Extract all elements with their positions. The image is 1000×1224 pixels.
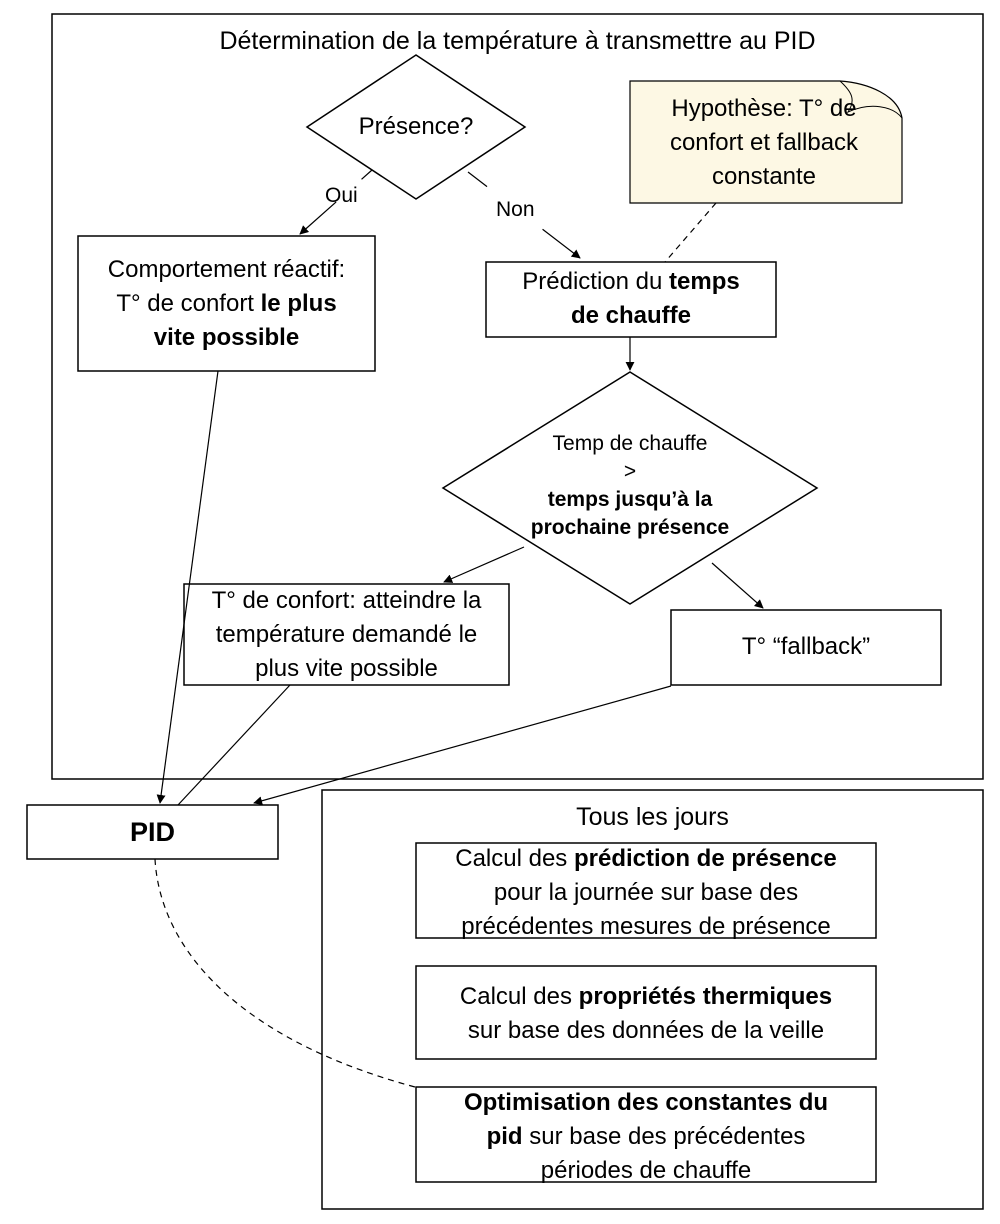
hypothesis-note[interactable]: Hypothèse: T° de confort et fallback con… (669, 95, 859, 190)
pid-opt-line1: Optimisation des constantes du (416, 1086, 876, 1120)
pid-opt-shape (415, 1086, 877, 1183)
thermal-calc-bold: propriétés thermiques (578, 983, 833, 1010)
pid-box-shape (26, 804, 279, 860)
prediction-plain: Prédiction du (522, 268, 670, 295)
prediction-bold2: de chauffe (570, 302, 692, 329)
prediction-box[interactable]: Prédiction du temps de chauffe (486, 265, 776, 333)
prediction-box-shape (485, 261, 777, 338)
presence-diamond-shape (305, 54, 527, 200)
heat-line2: > (623, 460, 637, 483)
heat-decision[interactable]: Temp de chauffe > temps jusqu’à la proch… (493, 430, 767, 542)
edge-label-oui: Oui (325, 184, 358, 207)
edge-non (467, 171, 581, 259)
pid-opt-box[interactable]: Optimisation des constantes du pid sur b… (416, 1086, 876, 1188)
reactive-line2-plain: T° de confort (116, 290, 261, 317)
note-fold (839, 80, 903, 119)
pid-opt-plain2: sur base des précédentes (522, 1123, 806, 1150)
thermal-calc-plain: Calcul des (459, 983, 579, 1010)
thermal-calc-box[interactable]: Calcul des propriétés thermiques sur bas… (416, 980, 876, 1048)
edge-oui (299, 169, 373, 235)
fallback-box[interactable]: T° “fallback” (741, 633, 871, 660)
edge-comfort-to-pid (177, 684, 291, 806)
pid-opt-line3: périodes de chauffe (540, 1157, 752, 1184)
presence-calc-shape (415, 842, 877, 939)
comfort-line3: plus vite possible (255, 655, 438, 682)
top-group-title: Détermination de la température à transm… (219, 27, 816, 55)
presence-calc-bold: prédiction de présence (573, 845, 837, 872)
prediction-bold1: temps (669, 268, 740, 295)
reactive-box[interactable]: Comportement réactif: T° de confort le p… (78, 253, 375, 355)
pid-opt-bold2: pid (486, 1123, 523, 1150)
presence-calc-box[interactable]: Calcul des prédiction de présence pour l… (416, 842, 876, 944)
fallback-box-shape (670, 609, 942, 686)
reactive-box-shape (77, 235, 376, 372)
reactive-line3: vite possible (78, 321, 375, 355)
heat-line3: temps jusqu’à la (547, 488, 713, 511)
presence-calc-plain: Calcul des (455, 845, 574, 872)
heat-line4: prochaine présence (530, 516, 730, 539)
presence-calc-line3: précédentes mesures de présence (461, 913, 831, 940)
daily-group-title: Tous les jours (576, 803, 729, 831)
heat-diamond-shape (441, 371, 819, 605)
edge-decision-to-comfort (443, 546, 525, 583)
presence-decision-label[interactable]: Présence? (358, 113, 474, 140)
reactive-line1: Comportement réactif: (107, 256, 346, 283)
comfort-box-shape (183, 583, 510, 686)
note-connector (664, 202, 717, 263)
edge-label-non: Non (496, 198, 535, 221)
thermal-calc-shape (415, 965, 877, 1060)
prediction-line1: Prédiction du temps (486, 265, 776, 299)
pid-box[interactable]: PID (129, 817, 175, 847)
reactive-line2-bold: le plus (260, 290, 337, 317)
comfort-box[interactable]: T° de confort: atteindre la température … (184, 584, 509, 686)
thermal-calc-line1: Calcul des propriétés thermiques (416, 980, 876, 1014)
presence-calc-line1: Calcul des prédiction de présence (416, 842, 876, 876)
reactive-line2: T° de confort le plus (78, 287, 375, 321)
heat-line1: Temp de chauffe (552, 432, 708, 455)
edge-reactive-to-pid (156, 370, 219, 804)
edge-fallback-to-pid (253, 685, 672, 806)
pid-optimisation-link (154, 858, 416, 1088)
presence-calc-line2: pour la journée sur base des (493, 879, 799, 906)
reactive-line3-bold: vite possible (153, 324, 300, 351)
comfort-line2: température demandé le (215, 621, 478, 648)
thermal-calc-line2: sur base des données de la veille (467, 1017, 825, 1044)
hypothesis-note-shape (629, 80, 903, 204)
pid-opt-line2: pid sur base des précédentes (416, 1120, 876, 1154)
pid-opt-bold1: Optimisation des constantes du (463, 1089, 829, 1116)
edge-decision-to-fallback (711, 562, 764, 609)
prediction-line2: de chauffe (486, 299, 776, 333)
comfort-line1: T° de confort: atteindre la (211, 587, 482, 614)
